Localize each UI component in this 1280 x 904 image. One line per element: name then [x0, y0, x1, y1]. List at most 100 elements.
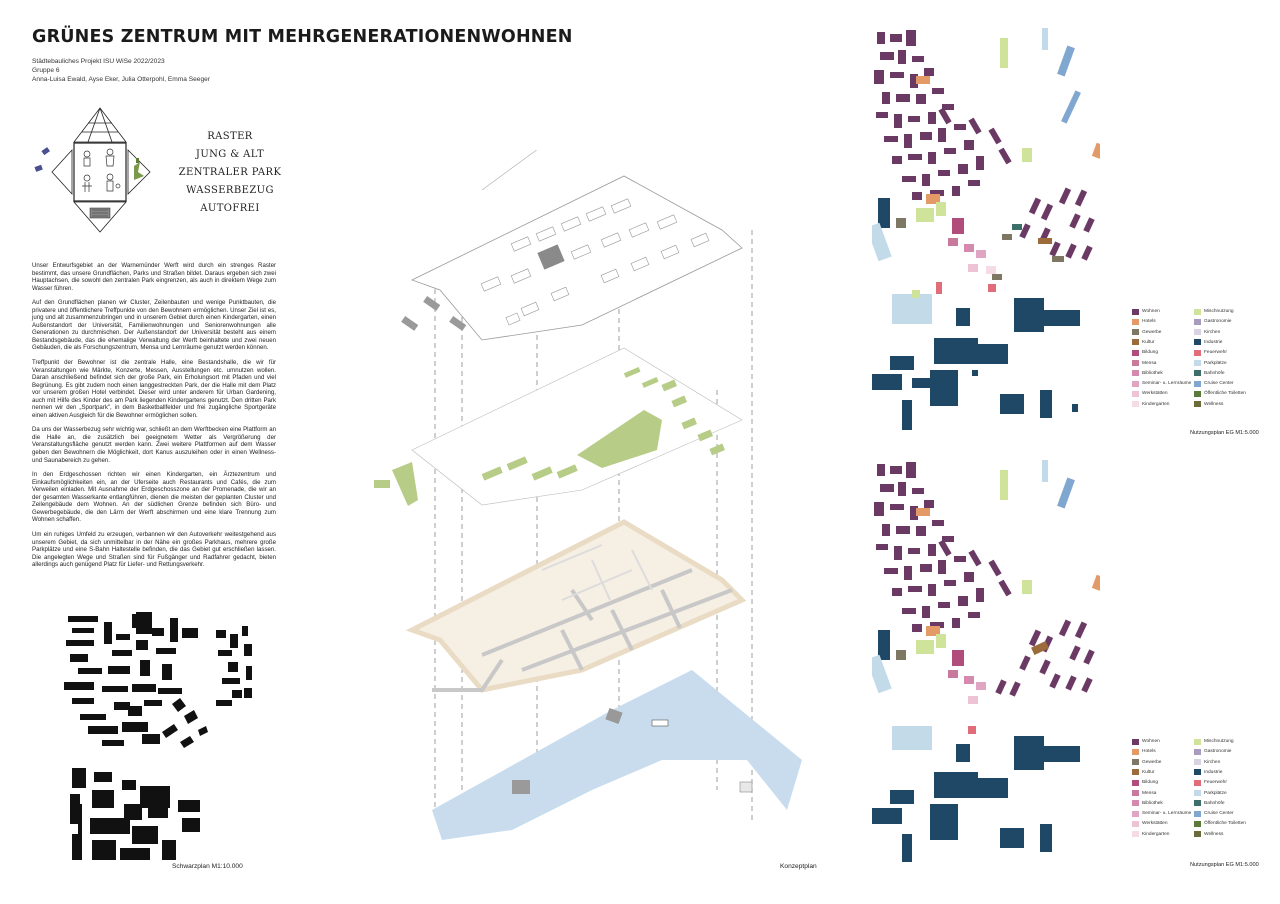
legend-swatch — [1194, 349, 1201, 356]
legend-swatch — [1194, 800, 1201, 807]
legend-label: Cruise Center — [1204, 811, 1234, 817]
legend-swatch — [1132, 360, 1139, 366]
project-line: Städtebauliches Projekt ISU WiSe 2022/20… — [32, 58, 165, 65]
legend-label: Industrie — [1204, 769, 1223, 775]
legend-label: Kultur — [1142, 339, 1155, 345]
legend-label: Gewerbe — [1142, 329, 1162, 335]
layer-water — [432, 670, 802, 840]
legend-swatch — [1132, 759, 1139, 766]
legend-label: Gastronomie — [1204, 749, 1232, 755]
legend-label: Wohnen — [1142, 739, 1160, 744]
nutzungsplan-caption-1: Nutzungsplan EG M1:5.000 — [1190, 430, 1259, 436]
legend-label: Bibliothek — [1142, 800, 1163, 806]
legend-label: Parkplätze — [1204, 360, 1227, 366]
legend-swatch — [1194, 738, 1201, 745]
legend-swatch — [1194, 748, 1201, 755]
legend-swatch — [1132, 349, 1139, 356]
legend-swatch — [1132, 810, 1139, 817]
legend-swatch — [1194, 329, 1201, 336]
legend-swatch — [1132, 318, 1139, 325]
group-line: Gruppe 6 — [32, 67, 60, 74]
legend-label: Werkstätten — [1142, 821, 1168, 827]
park-icon — [127, 149, 151, 195]
description-text: Unser Entwurfsgebiet an der Warnemünder … — [32, 262, 276, 576]
legend-label: Bahnhöfe — [1204, 800, 1225, 806]
nutzungsplan-map-2 — [872, 460, 1100, 862]
konzeptplan-caption: Konzeptplan — [780, 863, 817, 870]
layer-parks — [374, 347, 743, 506]
authors-line: Anna-Luisa Ewald, Ayse Eker, Julia Otter… — [32, 76, 211, 83]
legend-swatch — [1132, 370, 1139, 377]
schwarzplan-map — [64, 612, 252, 860]
paragraph: Auf den Grundflächen planen wir Cluster,… — [32, 299, 276, 352]
legend-label: Wellness — [1204, 831, 1224, 837]
legend-label: Öffentliche Toiletten — [1204, 821, 1246, 827]
legend-swatch — [1194, 360, 1201, 366]
legend-swatch — [1132, 339, 1139, 346]
legend-label: Feuerwehr — [1204, 350, 1227, 356]
legend-label: Kirchen — [1204, 329, 1221, 335]
paragraph: In den Erdgeschossen richten wir einen K… — [32, 471, 276, 524]
legend-swatch — [1194, 769, 1201, 776]
legend-label: Mensa — [1142, 790, 1157, 796]
legend-swatch — [1132, 779, 1139, 786]
keyword-zentraler-park: ZENTRALER PARK — [178, 167, 282, 178]
legend-label: Cruise Center — [1204, 381, 1234, 387]
legend-swatch — [1194, 380, 1201, 387]
people-icon — [82, 148, 121, 192]
legend-swatch — [1194, 820, 1201, 827]
nutzungsplan-map-1 — [872, 28, 1100, 430]
legend-label: Hotels — [1142, 319, 1156, 325]
legend-swatch — [1194, 318, 1201, 325]
legend-swatch — [1194, 401, 1201, 408]
keyword-list: RASTER JUNG & ALT ZENTRALER PARK WASSERB… — [176, 128, 284, 218]
keyword-jung-alt: JUNG & ALT — [195, 149, 265, 160]
legend-swatch — [1132, 329, 1139, 336]
legend-swatch — [1194, 810, 1201, 817]
legend-label: Kultur — [1142, 769, 1155, 775]
keyword-autofrei: AUTOFREI — [200, 203, 260, 214]
legend-swatch — [1132, 790, 1139, 796]
paragraph: Unser Entwurfsgebiet an der Warnemünder … — [32, 262, 276, 292]
legend-swatch — [1132, 748, 1139, 755]
legend-swatch — [1132, 831, 1139, 838]
paragraph: Da uns der Wasserbezug sehr wichtig war,… — [32, 426, 276, 464]
legend-label: Mischnutzung — [1204, 309, 1234, 314]
legend-label: Wellness — [1204, 401, 1224, 407]
legend-swatch — [1132, 769, 1139, 776]
legend-swatch — [1194, 831, 1201, 838]
legend-swatch — [1194, 308, 1201, 315]
nutzungsplan-caption-2: Nutzungsplan EG M1:5.000 — [1190, 862, 1259, 868]
legend-label: Gewerbe — [1142, 759, 1162, 765]
keyword-raster: RASTER — [207, 131, 253, 142]
legend-label: Kindergarten — [1142, 831, 1170, 837]
legend-swatch — [1194, 779, 1201, 786]
water-platform-icon — [73, 201, 127, 233]
legend-label: Seminar- u. Lernräume — [1142, 811, 1192, 817]
legend-label: Kindergarten — [1142, 401, 1170, 407]
legend-label: Seminar- u. Lernräume — [1142, 381, 1192, 387]
legend-label: Werkstätten — [1142, 391, 1168, 397]
legend-label: Wohnen — [1142, 309, 1160, 314]
legend-label: Kirchen — [1204, 759, 1221, 765]
legend-swatch — [1194, 790, 1201, 796]
glass-pyramid-icon — [73, 107, 127, 143]
legend-label: Parkplätze — [1204, 790, 1227, 796]
legend-label: Industrie — [1204, 339, 1223, 345]
legend-swatch — [1132, 380, 1139, 387]
legend-label: Bahnhöfe — [1204, 370, 1225, 376]
legend-swatch — [1132, 401, 1139, 408]
legend-label: Bildung — [1142, 350, 1159, 356]
legend-label: Mischnutzung — [1204, 739, 1234, 744]
page-title: GRÜNES ZENTRUM MIT MEHRGENERATIONENWOHNE… — [32, 27, 573, 47]
legend-swatch — [1194, 390, 1201, 397]
legend-swatch — [1132, 738, 1139, 745]
legend-label: Gastronomie — [1204, 319, 1232, 325]
layer-streets — [405, 519, 747, 693]
legend-swatch — [1194, 759, 1201, 766]
legend-label: Bibliothek — [1142, 370, 1163, 376]
legend-swatch — [1194, 370, 1201, 377]
keyword-wasserbezug: WASSERBEZUG — [186, 185, 274, 196]
